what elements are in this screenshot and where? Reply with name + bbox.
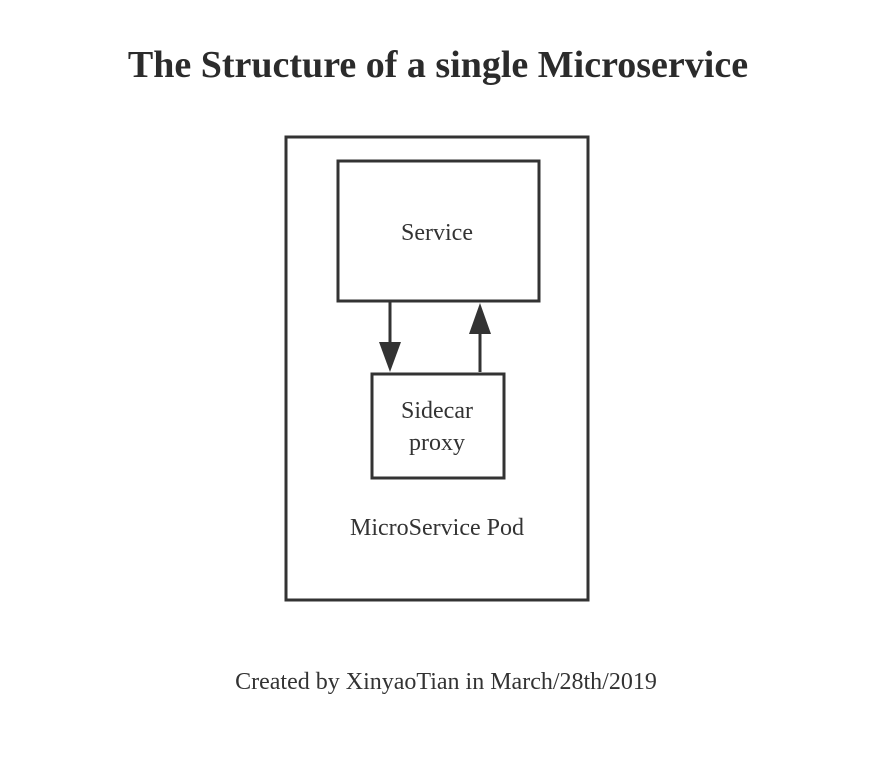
sidecar-label-line2: proxy (409, 430, 465, 456)
page-title: The Structure of a single Microservice (127, 44, 749, 86)
author-caption: Created by XinyaoTian in March/28th/2019 (235, 669, 657, 695)
sidecar-label-line1: Sidecar (401, 398, 473, 424)
service-box (336, 159, 541, 303)
pod-box (284, 135, 590, 602)
pod-label: MicroService Pod (350, 515, 524, 541)
service-label: Service (401, 220, 473, 246)
sidecar-box (370, 372, 506, 480)
arrow-service-to-sidecar (379, 302, 401, 372)
arrow-sidecar-to-service (469, 303, 491, 372)
